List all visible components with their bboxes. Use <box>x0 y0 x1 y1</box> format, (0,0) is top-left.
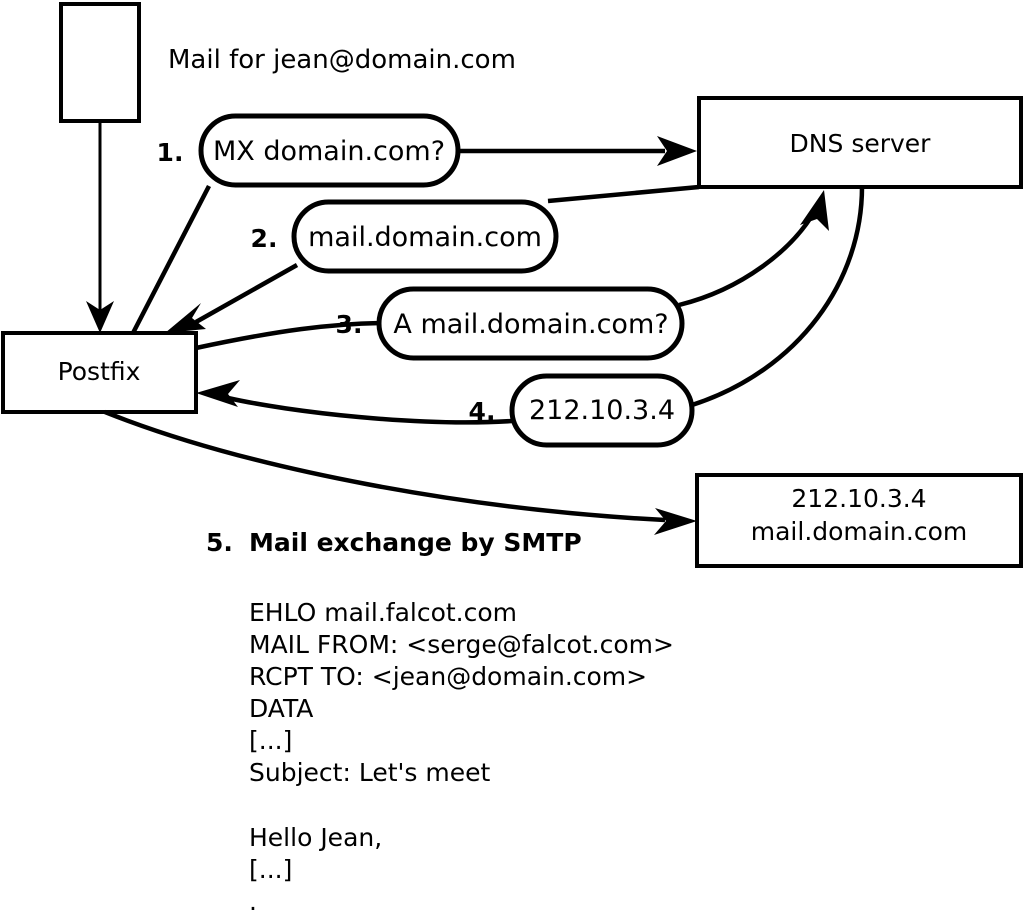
smtp-line-3: RCPT TO: <jean@domain.com> <box>249 662 647 691</box>
dns-server-box <box>697 96 1023 189</box>
smtp-line-5: [...] <box>249 726 292 755</box>
step2-bubble <box>291 199 559 274</box>
edge-step2-to-postfix <box>194 263 299 324</box>
step4-bubble <box>509 373 695 448</box>
step1-number: 1. <box>157 138 184 167</box>
step5-label: Mail exchange by SMTP <box>249 528 582 557</box>
edge-postfix-to-step3 <box>195 320 382 351</box>
mail-server-ip-label: 212.10.3.4 <box>791 484 926 513</box>
edge-postfix-to-step1 <box>131 184 211 335</box>
step2-number: 2. <box>251 224 278 253</box>
client-box <box>59 2 141 123</box>
step4-number: 4. <box>469 397 496 426</box>
arrowhead-step1-to-dns <box>657 136 697 166</box>
step2-label: mail.domain.com <box>308 222 542 253</box>
edge-dns-to-step4 <box>691 186 865 408</box>
smtp-line-2: MAIL FROM: <serge@falcot.com> <box>249 630 674 659</box>
step1-bubble <box>198 113 461 188</box>
step4-label: 212.10.3.4 <box>529 395 675 426</box>
step5-number: 5. <box>206 528 233 557</box>
smtp-line-9: [...] <box>249 855 292 884</box>
step3-number: 3. <box>336 310 363 339</box>
edge-dns-to-step2 <box>547 184 700 204</box>
smtp-line-6: Subject: Let's meet <box>249 758 490 787</box>
edge-step4-to-postfix <box>227 395 513 425</box>
dns-server-label: DNS server <box>790 129 932 158</box>
arrowhead-step3-to-dns <box>800 190 829 231</box>
smtp-line-8: Hello Jean, <box>249 823 382 852</box>
edge-postfix-to-mailserver <box>104 409 666 523</box>
edge-step3-to-dns <box>678 203 821 308</box>
step1-label: MX domain.com? <box>213 136 445 167</box>
smtp-line-1: EHLO mail.falcot.com <box>249 598 517 627</box>
arrowhead-step4-to-postfix <box>196 380 240 407</box>
postfix-box <box>1 331 198 414</box>
caption-mail-for: Mail for jean@domain.com <box>168 45 516 75</box>
smtp-line-10: . <box>249 887 257 916</box>
mail-server-host-label: mail.domain.com <box>751 517 967 546</box>
mail-server-box <box>695 473 1023 568</box>
arrowhead-step2-to-postfix <box>165 303 206 333</box>
step3-label: A mail.domain.com? <box>393 309 668 340</box>
postfix-label: Postfix <box>58 357 141 386</box>
arrowhead-client-to-postfix <box>86 301 114 333</box>
arrowhead-postfix-to-mailserver <box>654 508 697 535</box>
step3-bubble <box>376 286 685 361</box>
smtp-line-4: DATA <box>249 694 313 723</box>
